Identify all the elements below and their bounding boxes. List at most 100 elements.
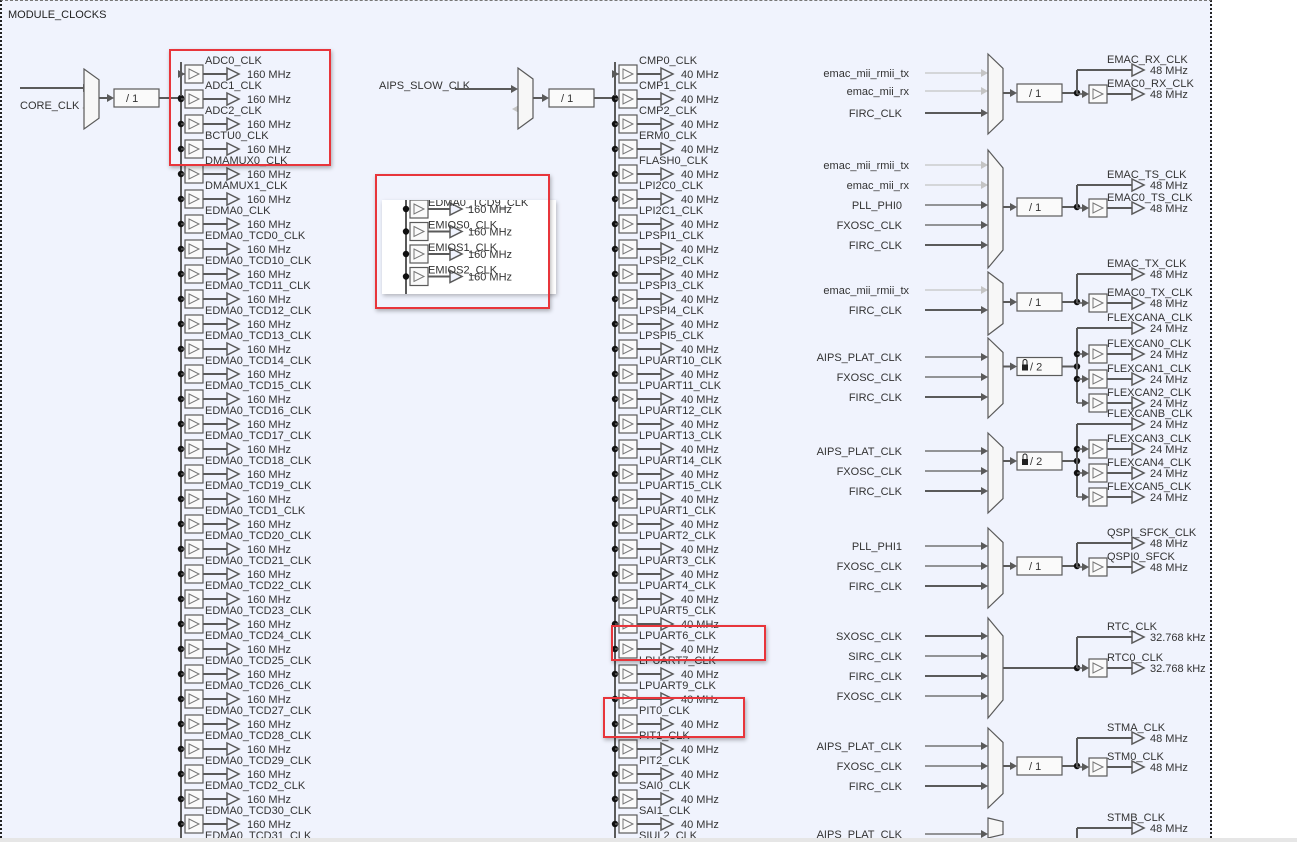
- clock-gate[interactable]: [618, 289, 638, 309]
- clock-gate[interactable]: [618, 689, 638, 709]
- mux-selector[interactable]: [987, 270, 1004, 337]
- divider[interactable]: / 1: [1016, 83, 1063, 103]
- clock-gate[interactable]: [1088, 439, 1108, 459]
- clock-gate[interactable]: [618, 364, 638, 384]
- slow-divider[interactable]: / 1: [548, 88, 595, 108]
- clock-gate[interactable]: [618, 539, 638, 559]
- clock-gate[interactable]: [184, 239, 204, 259]
- mux-selector[interactable]: [987, 52, 1004, 136]
- clock-gate[interactable]: [1088, 557, 1108, 577]
- clock-gate[interactable]: [618, 564, 638, 584]
- clock-gate[interactable]: [618, 789, 638, 809]
- clock-gate[interactable]: [184, 89, 204, 109]
- clock-gate[interactable]: [184, 764, 204, 784]
- divider[interactable]: / 2: [1016, 356, 1063, 377]
- clock-gate[interactable]: [618, 239, 638, 259]
- clock-gate[interactable]: [1088, 487, 1108, 507]
- clock-gate[interactable]: [1088, 84, 1108, 104]
- clock-gate[interactable]: [618, 439, 638, 459]
- divider[interactable]: / 1: [1016, 756, 1063, 776]
- clock-gate[interactable]: [618, 214, 638, 234]
- clock-gate[interactable]: [184, 439, 204, 459]
- clock-gate[interactable]: [184, 539, 204, 559]
- clock-gate[interactable]: [184, 289, 204, 309]
- clock-gate[interactable]: [618, 814, 638, 834]
- clock-gate[interactable]: [618, 664, 638, 684]
- clock-gate[interactable]: [184, 389, 204, 409]
- clock-gate[interactable]: [184, 564, 204, 584]
- slow-mux[interactable]: [517, 66, 534, 131]
- clock-gate[interactable]: [184, 339, 204, 359]
- clock-gate[interactable]: [184, 789, 204, 809]
- clock-gate[interactable]: [618, 414, 638, 434]
- clock-gate[interactable]: [618, 339, 638, 359]
- clock-gate[interactable]: [184, 514, 204, 534]
- clock-gate[interactable]: [1088, 293, 1108, 313]
- clock-gate[interactable]: [184, 489, 204, 509]
- mux-selector[interactable]: [987, 726, 1004, 810]
- clock-gate[interactable]: [1088, 344, 1108, 364]
- clock-gate[interactable]: [618, 139, 638, 159]
- clock-gate[interactable]: [1088, 393, 1108, 413]
- clock-gate[interactable]: [618, 264, 638, 284]
- clock-gate[interactable]: [618, 89, 638, 109]
- clock-gate[interactable]: [618, 489, 638, 509]
- clock-gate[interactable]: [184, 614, 204, 634]
